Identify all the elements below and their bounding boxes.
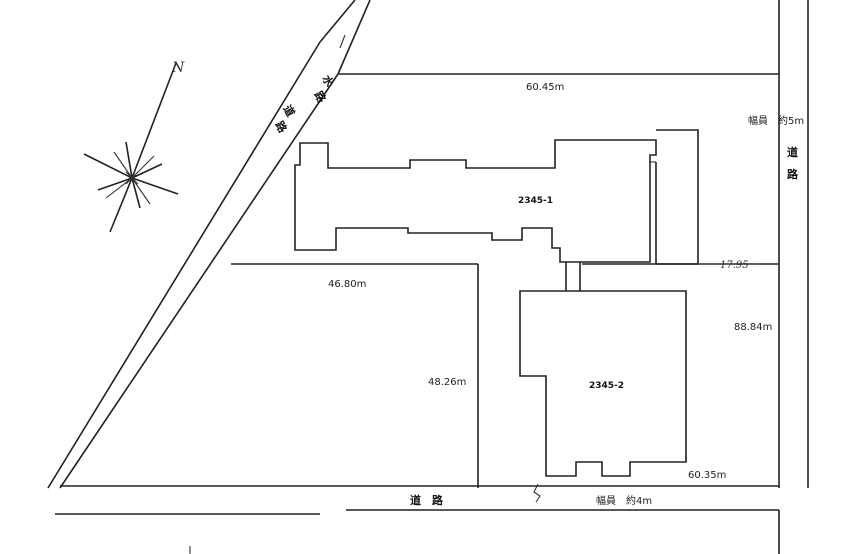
dim-bottom: 60.35m <box>688 470 726 481</box>
dim-lot1-south: 46.80m <box>328 279 366 290</box>
dim-small-east: 17.95 <box>720 260 749 271</box>
dim-east: 88.84m <box>734 322 772 333</box>
lot-label-2345-2: 2345-2 <box>589 381 624 391</box>
building-annex <box>655 129 699 265</box>
property-boundaries <box>47 0 809 554</box>
lot-label-2345-1: 2345-1 <box>518 196 553 206</box>
building-2345-1 <box>294 139 657 263</box>
east-road-width: 幅員 約5m <box>748 114 804 127</box>
east-road-char-1: 道 <box>787 145 798 159</box>
dim-center-vertical: 48.26m <box>428 377 466 388</box>
west-road-char-1: 道 <box>280 103 298 120</box>
south-road-width: 幅員 約4m <box>596 494 652 507</box>
compass-north-label: N <box>171 60 185 76</box>
south-road-label: 道 路 <box>410 493 444 507</box>
east-road-char-2: 路 <box>787 167 799 181</box>
west-road-char-2: 路 <box>272 119 290 136</box>
dim-top: 60.45m <box>526 82 564 93</box>
compass-rose-icon <box>83 62 179 233</box>
